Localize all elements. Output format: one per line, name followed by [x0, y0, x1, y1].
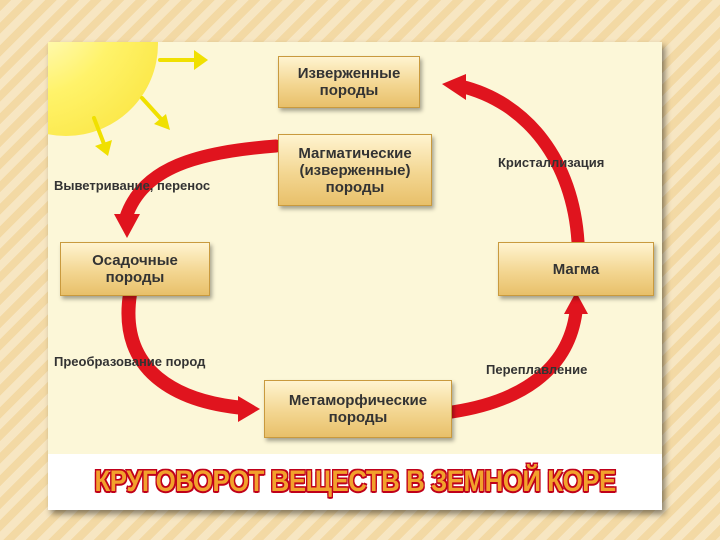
arrow-remelting [445, 305, 583, 419]
arrow-crystallization [453, 79, 585, 249]
slide: Изверженные породы Магматические (изверж… [48, 42, 662, 510]
title-banner: КРУГОВОРОТ ВЕЩЕСТВ В ЗЕМНОЙ КОРЕ [48, 454, 662, 510]
arrowhead-weathering [114, 214, 140, 238]
arrowhead-remelting [564, 292, 588, 314]
arrow-transformation [121, 287, 251, 415]
arrowhead-transformation [238, 396, 260, 422]
cycle-diagram [48, 42, 588, 422]
label-transformation: Преобразование пород [54, 354, 206, 369]
label-weathering: Выветривание, перенос [54, 178, 211, 193]
label-remelting: Переплавление [486, 362, 588, 377]
label-crystallization: Кристаллизация [498, 155, 605, 170]
node-igneous-rocks: Изверженные породы [278, 56, 420, 108]
title-banner-text: КРУГОВОРОТ ВЕЩЕСТВ В ЗЕМНОЙ КОРЕ [94, 465, 616, 498]
node-sedimentary-rocks: Осадочные породы [60, 242, 210, 296]
node-metamorphic-rocks: Метаморфические породы [264, 380, 452, 438]
sun-icon [48, 42, 208, 156]
arrowhead-crystallization [442, 74, 466, 100]
arrow-weathering [119, 139, 283, 224]
node-magma: Магма [498, 242, 654, 296]
node-magmatic-rocks: Магматические (изверженные) породы [278, 134, 432, 206]
